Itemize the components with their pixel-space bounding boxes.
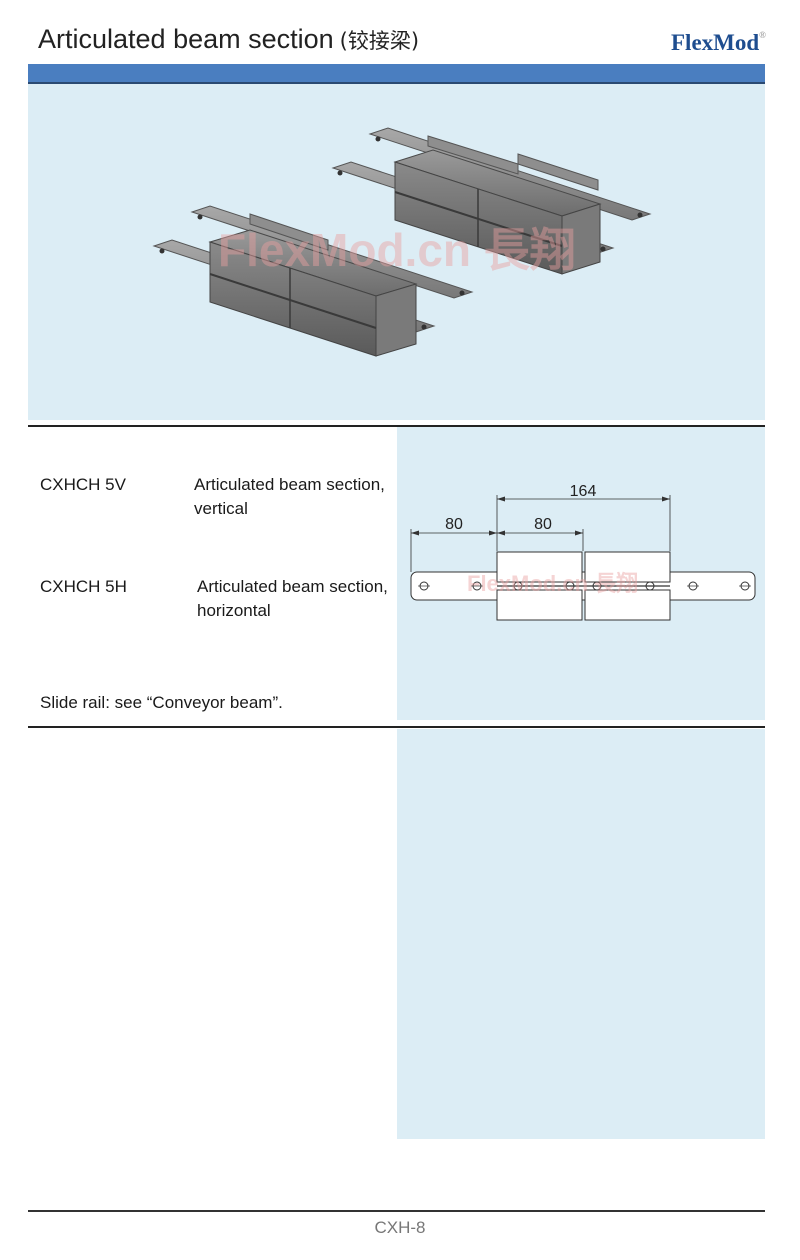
header-bar-rule (28, 82, 765, 84)
dim-total-label: 164 (570, 483, 597, 500)
product-code-5h: CXHCH 5H (40, 577, 127, 596)
header-bar (28, 64, 765, 82)
title-text: Articulated beam section (38, 24, 334, 54)
product-desc-5v: Articulated beam section, vertical (194, 475, 385, 518)
watermark-text-small: FlexMod.cn 長翔 (467, 571, 638, 596)
footer-rule (28, 1210, 765, 1212)
dim-mid-label: 80 (534, 516, 552, 533)
product-desc-5h: Articulated beam section, horizontal (197, 577, 388, 620)
page-number: CXH-8 (374, 1218, 426, 1237)
section-divider-top (28, 425, 765, 427)
brand-logo: FlexMod® (671, 30, 766, 56)
product-image-panel: FlexMod.cn 長翔 (28, 84, 765, 420)
product-code-5v: CXHCH 5V (40, 475, 126, 494)
page-title: Articulated beam section(铰接梁) (38, 24, 419, 55)
dimension-drawing: 164 80 80 Flex (410, 483, 756, 621)
section-divider-bottom (28, 726, 765, 728)
registered-mark: ® (759, 30, 766, 40)
articulated-beam-render: FlexMod.cn 長翔 (152, 127, 652, 357)
beam-unit-upper (331, 127, 652, 275)
watermark-text: FlexMod.cn 長翔 (218, 224, 576, 276)
title-chinese: (铰接梁) (339, 29, 420, 53)
dimension-drawing-panel: 164 80 80 Flex (397, 427, 765, 720)
beam-unit-lower (152, 205, 474, 357)
brand-name: FlexMod (671, 30, 760, 55)
slide-rail-note: Slide rail: see “Conveyor beam”. (40, 693, 283, 712)
dim-left-label: 80 (445, 516, 463, 533)
blank-panel (397, 729, 765, 1139)
